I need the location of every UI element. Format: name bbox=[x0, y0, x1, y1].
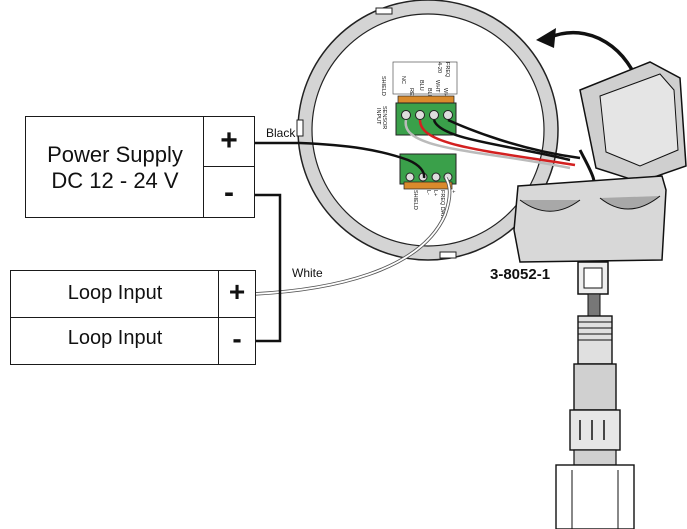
sensor-wire-red bbox=[418, 119, 576, 167]
black-wire bbox=[254, 141, 426, 179]
output-screw-1 bbox=[405, 172, 415, 182]
rim-notch-bottom bbox=[439, 251, 457, 259]
out-label-freq: FREQ DATA bbox=[439, 190, 445, 221]
output-screw-3 bbox=[431, 172, 441, 182]
black-wire-label: Black bbox=[266, 126, 296, 140]
loop-input-minus-label: Loop Input bbox=[67, 327, 163, 349]
power-supply-minus-cell bbox=[203, 166, 255, 218]
sensor-screw-3 bbox=[429, 110, 439, 120]
sensor-screw-1 bbox=[401, 110, 411, 120]
sensor-screw-2 bbox=[415, 110, 425, 120]
out-label-shield: SHIELD bbox=[412, 190, 418, 210]
output-terminal-tabs bbox=[403, 181, 453, 190]
open-cover bbox=[578, 61, 687, 192]
loop-input-minus-sign-cell bbox=[218, 317, 256, 365]
rim-notch-left bbox=[296, 119, 304, 137]
model-number: 3-8052-1 bbox=[490, 266, 551, 283]
term-label-blk: BLK bbox=[426, 88, 432, 99]
loop-input-plus-label: Loop Input bbox=[67, 282, 163, 304]
sensor-input-line2: INPUT bbox=[375, 108, 381, 125]
jumper-wire bbox=[254, 193, 282, 343]
sensor-wire-black-b bbox=[447, 118, 581, 160]
rotate-arrow-head-left bbox=[536, 28, 556, 48]
power-supply-divider bbox=[203, 116, 255, 167]
term-label-wht2: WHT bbox=[442, 88, 448, 101]
loop-input-plus-sign-cell bbox=[218, 270, 256, 318]
sensor-body bbox=[555, 315, 635, 529]
sensor-screw-4 bbox=[443, 110, 453, 120]
power-supply-minus: - bbox=[224, 176, 234, 209]
term-label-blu: BLU bbox=[418, 80, 424, 91]
transmitter-head bbox=[513, 175, 667, 317]
sensor-label-panel bbox=[392, 61, 458, 95]
term-label-nc: NC bbox=[400, 76, 406, 84]
power-supply-title: Power Supply bbox=[47, 142, 183, 167]
loop-input-plus-sign: + bbox=[228, 276, 246, 307]
power-supply-plus: + bbox=[220, 124, 238, 157]
power-supply-voltage: DC 12 - 24 V bbox=[51, 168, 179, 193]
out-label-lplus: L+ bbox=[432, 190, 438, 196]
out-label-lminus: L- bbox=[425, 190, 431, 195]
rim-notch-top bbox=[375, 7, 393, 15]
term-label-shield: SHIELD bbox=[380, 76, 386, 96]
term-label-420: 4-20 bbox=[436, 62, 442, 73]
term-label-red: RED bbox=[408, 88, 414, 100]
out-label-plus: + bbox=[450, 190, 456, 193]
sensor-input-line1: SENSOR bbox=[381, 106, 387, 129]
loop-input-minus-box bbox=[10, 317, 256, 365]
white-wire-label: White bbox=[292, 266, 323, 280]
sensor-wire-black-a bbox=[432, 119, 571, 162]
term-label-freq: FREQ bbox=[444, 62, 450, 78]
loop-input-minus-sign: - bbox=[232, 323, 242, 354]
white-wire-inner bbox=[253, 177, 451, 295]
sensor-wire-gray bbox=[404, 119, 571, 170]
term-label-wht1: WHT bbox=[434, 80, 440, 93]
